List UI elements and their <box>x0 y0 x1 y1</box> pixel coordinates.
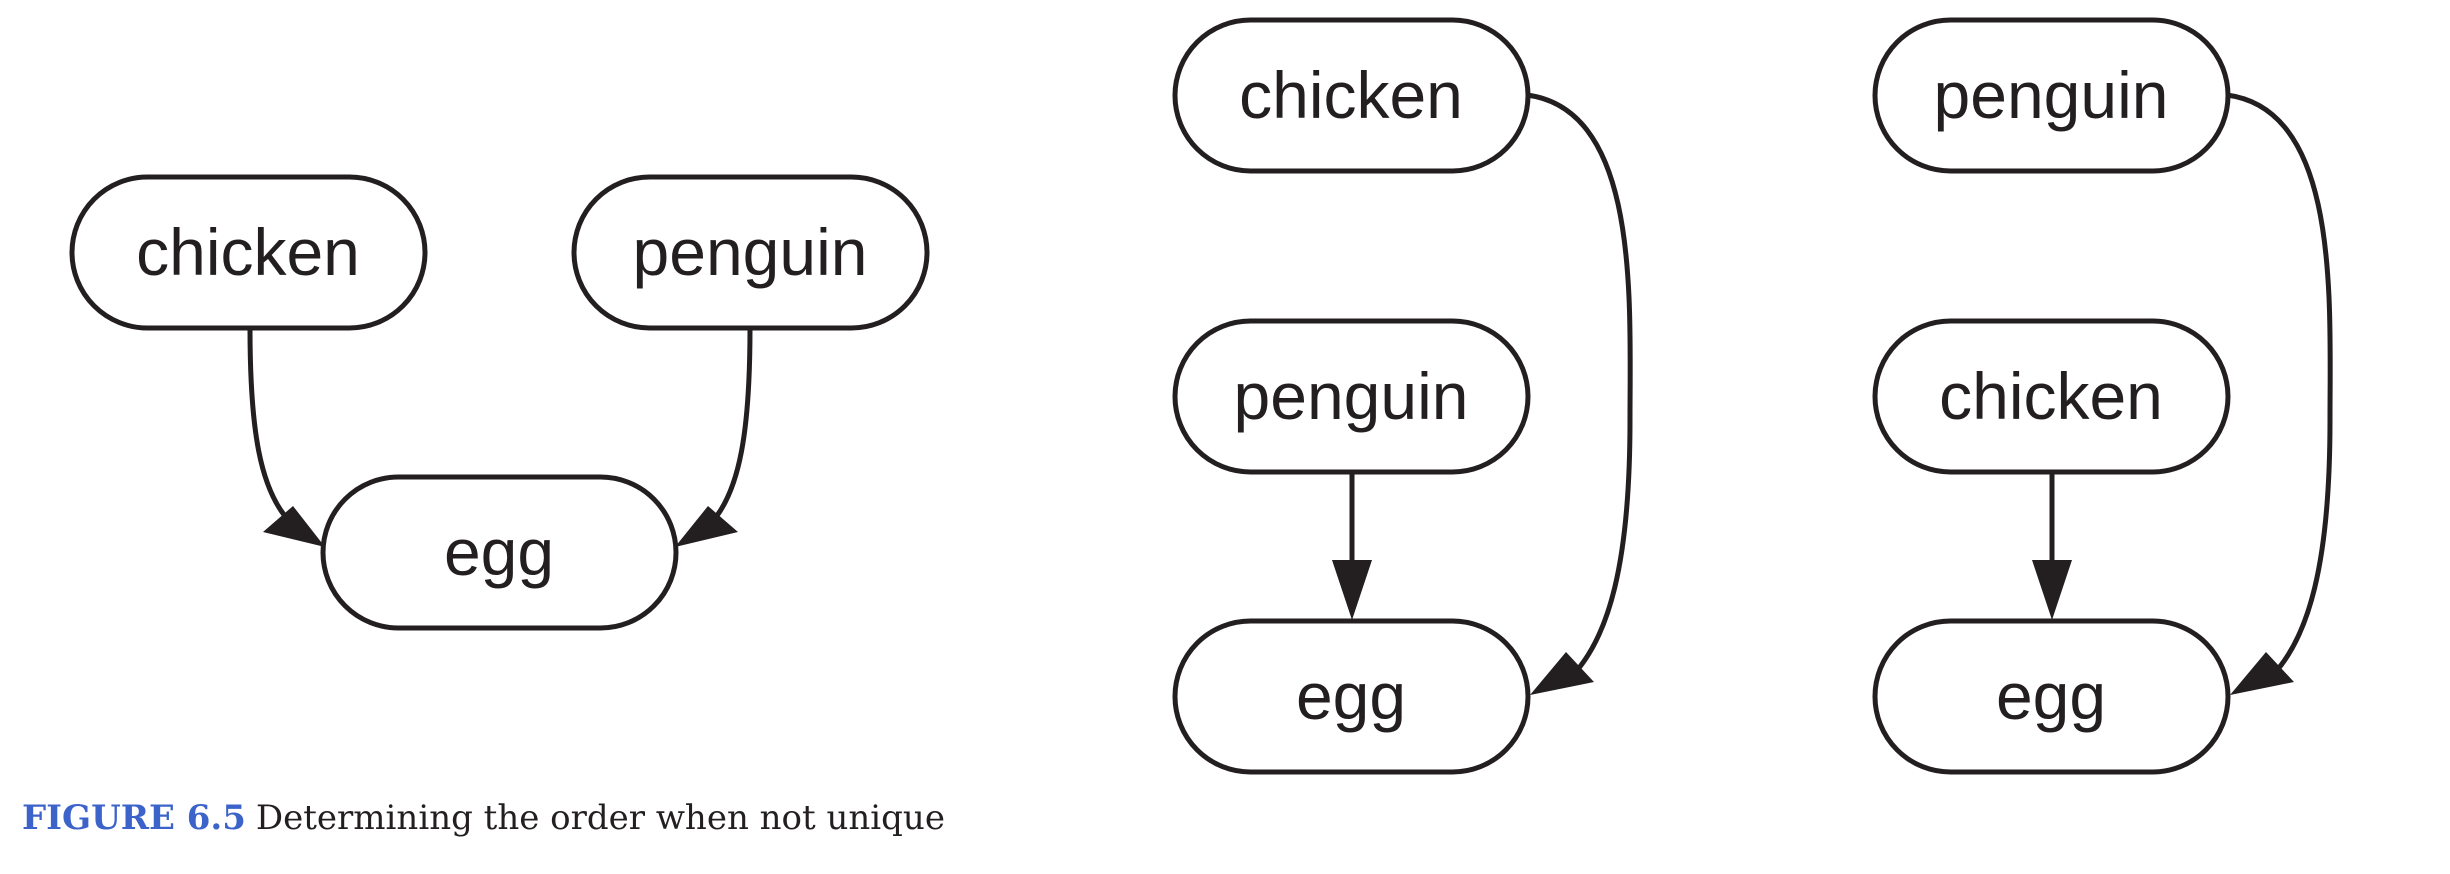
node-penguin: penguin <box>571 174 930 331</box>
node-label: penguin <box>1934 58 2169 132</box>
edge-chicken-to-egg <box>1526 92 1633 682</box>
arrow-head <box>1332 560 1372 620</box>
node-label: penguin <box>633 215 868 289</box>
node-label: chicken <box>136 215 360 289</box>
node-penguin: penguin <box>1172 318 1531 475</box>
node-egg: egg <box>1172 618 1531 775</box>
edge-penguin-to-egg <box>710 327 753 524</box>
node-chicken: chicken <box>1872 318 2231 475</box>
arrow-head <box>675 506 738 547</box>
node-label: penguin <box>1234 359 1469 433</box>
node-egg: egg <box>320 474 679 631</box>
arrow-head <box>1530 652 1594 695</box>
node-label: egg <box>444 515 554 589</box>
node-egg: egg <box>1872 618 2231 775</box>
arrow-head <box>2032 560 2072 620</box>
node-penguin: penguin <box>1872 17 2231 174</box>
graph-unordered: chicken penguin egg <box>69 174 930 631</box>
node-chicken: chicken <box>69 174 428 331</box>
node-label: egg <box>1996 659 2106 733</box>
figure-number: FIGURE 6.5 <box>22 798 246 838</box>
node-label: chicken <box>1239 58 1463 132</box>
arrow-head <box>263 506 325 547</box>
edge-chicken-to-egg <box>247 327 292 524</box>
node-label: egg <box>1296 659 1406 733</box>
caption-text: Determining the order when not unique <box>255 798 945 838</box>
edge-penguin-to-egg <box>2226 92 2333 682</box>
node-chicken: chicken <box>1172 17 1531 174</box>
graph-order-b: penguin chicken egg <box>1872 17 2333 775</box>
arrow-head <box>2230 652 2294 695</box>
node-label: chicken <box>1939 359 2163 433</box>
graph-order-a: chicken penguin egg <box>1172 17 1633 775</box>
